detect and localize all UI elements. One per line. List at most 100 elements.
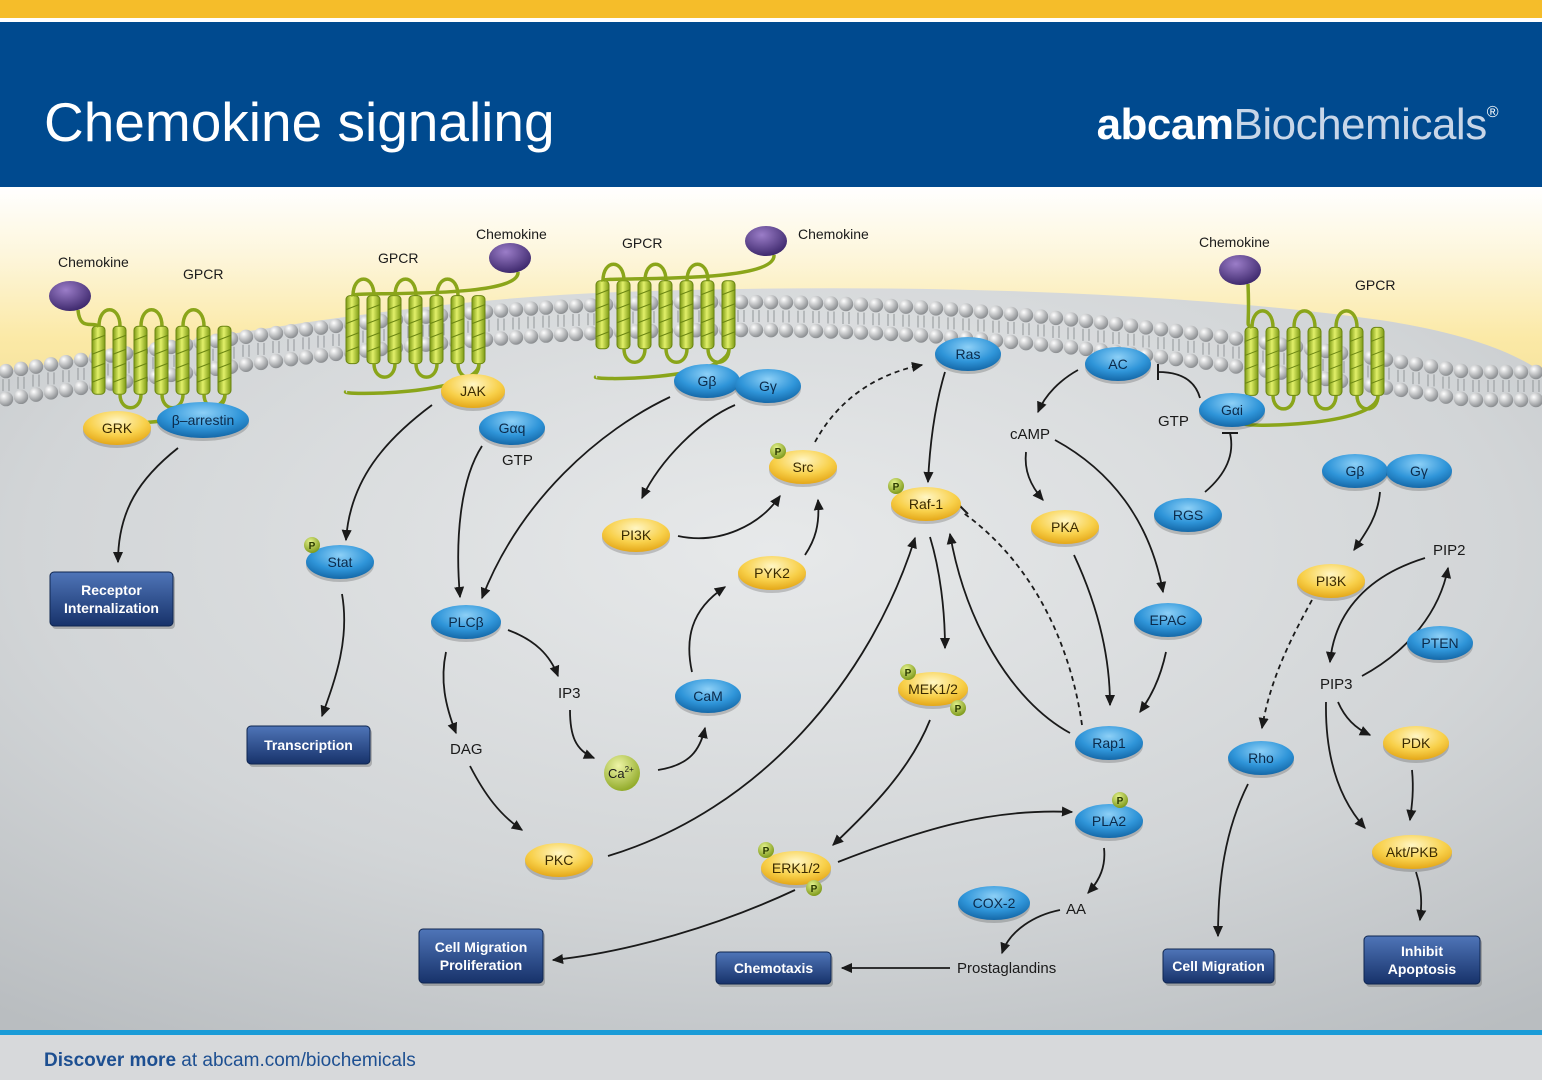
lipid-head: [13, 389, 29, 405]
node-body: [1075, 726, 1143, 760]
helix-stripe: [658, 303, 673, 310]
node-body: [1085, 347, 1151, 381]
helix-stripe: [345, 332, 360, 339]
footer-link[interactable]: Discover more at abcam.com/biochemicals: [44, 1050, 416, 1072]
helix-stripe: [1307, 377, 1322, 384]
lipid-head: [1498, 364, 1514, 380]
helix-stripe: [700, 303, 715, 310]
helix-stripe: [450, 304, 465, 311]
helix-stripe: [1349, 349, 1364, 356]
helix-stripe: [175, 362, 190, 369]
helix-stripe: [1370, 349, 1385, 356]
n-terminus: [601, 254, 776, 283]
node-ras: Ras: [935, 337, 1001, 374]
lipid-head: [58, 354, 74, 370]
node-label: PI3K: [621, 527, 652, 543]
lipid-head: [1003, 334, 1019, 350]
lipid-head: [523, 329, 539, 344]
lipid-head: [1438, 361, 1454, 376]
node-label: Gβ: [698, 373, 717, 389]
node-body: [958, 886, 1030, 920]
lipid-head: [928, 301, 944, 316]
label-prostaglandins: Prostaglandins: [957, 960, 1056, 977]
node-cox2: COX-2: [958, 886, 1030, 923]
helix-stripe: [616, 317, 631, 324]
node-body: [479, 411, 545, 445]
arrow-plcb-dag: [442, 651, 458, 735]
footer-divider: [0, 1030, 1542, 1035]
node-body: [441, 374, 505, 408]
node-body: [1199, 393, 1265, 427]
lipid-head: [0, 363, 14, 379]
node-label: Akt/PKB: [1386, 844, 1438, 860]
label-pip2: PIP2: [1433, 542, 1466, 559]
node-pyk2: PYK2: [738, 556, 806, 593]
node-body: [83, 411, 151, 445]
outcome-boxes: ReceptorInternalizationTranscriptionCell…: [49, 571, 1482, 987]
brand-logo[interactable]: abcamBiochemicals®: [1097, 100, 1499, 150]
node-label: PTEN: [1421, 635, 1458, 651]
chemokine-ligand: [1219, 255, 1261, 285]
outcome-box: [418, 928, 544, 984]
arrow-gai-ac-inhibit: [1157, 371, 1201, 399]
helix-stripe: [1328, 377, 1343, 384]
helix-stripe: [217, 334, 232, 341]
helix-stripe: [217, 376, 232, 383]
helix-stripe: [1328, 363, 1343, 370]
lipid-head: [868, 297, 884, 313]
node-label: Raf-1: [909, 496, 943, 512]
phospho-label: P: [763, 846, 770, 857]
node-label: COX-2: [973, 895, 1016, 911]
node-label: PKA: [1051, 519, 1080, 535]
lipid-head: [1393, 354, 1409, 370]
arrow-gb-plcb: [480, 396, 671, 600]
lipid-head: [748, 322, 764, 338]
lipid-head: [1423, 387, 1439, 402]
helix-stripe: [471, 346, 486, 353]
label-gpcr-3: GPCR: [622, 235, 662, 251]
lipid-head: [1093, 315, 1109, 330]
node-label: Stat: [328, 554, 353, 570]
lipid-head: [1003, 306, 1019, 322]
node-label: Gαi: [1221, 402, 1243, 418]
node-rgs: RGS: [1154, 498, 1222, 535]
lipid-head: [1078, 341, 1094, 357]
helix-stripe: [1244, 349, 1259, 356]
node-body: [1383, 726, 1449, 760]
lipid-head: [733, 294, 749, 310]
node-label: ERK1/2: [772, 860, 820, 876]
helix-stripe: [637, 289, 652, 296]
node-b-arrestin: β–arrestin: [157, 402, 249, 441]
phospho-label: P: [893, 482, 900, 493]
node-mek: MEK1/2: [898, 672, 968, 709]
helix-stripe: [429, 346, 444, 353]
helix-stripe: [637, 331, 652, 338]
extracellular-loop: [97, 308, 122, 327]
helix-stripe: [1265, 335, 1280, 342]
node-rho: Rho: [1228, 741, 1294, 778]
n-terminus: [76, 309, 101, 328]
node-label: CaM: [693, 688, 723, 704]
outcome-label: Internalization: [64, 600, 159, 616]
label-chemokine-2: Chemokine: [476, 226, 547, 242]
helix-stripe: [1244, 363, 1259, 370]
lipid-head: [253, 327, 269, 343]
outcome-box: [246, 725, 371, 765]
helix-stripe: [1370, 377, 1385, 384]
gpcr-receptors: [49, 226, 1385, 427]
intracellular-loop: [1313, 395, 1338, 411]
outcome-chemotaxis: Chemotaxis: [715, 951, 833, 987]
helix-stripe: [387, 304, 402, 311]
intracellular-loop: [118, 394, 143, 410]
phospho-marker: P: [770, 443, 786, 459]
lipid-head: [328, 318, 344, 334]
phospho-label: P: [775, 447, 782, 458]
helix-stripe: [721, 317, 736, 324]
phospho-label: P: [811, 884, 818, 895]
outcome-label: Transcription: [264, 737, 353, 753]
label-ip3: IP3: [558, 685, 581, 702]
lipid-head: [583, 326, 599, 341]
helix-stripe: [91, 334, 106, 341]
node-body: [1407, 626, 1473, 660]
